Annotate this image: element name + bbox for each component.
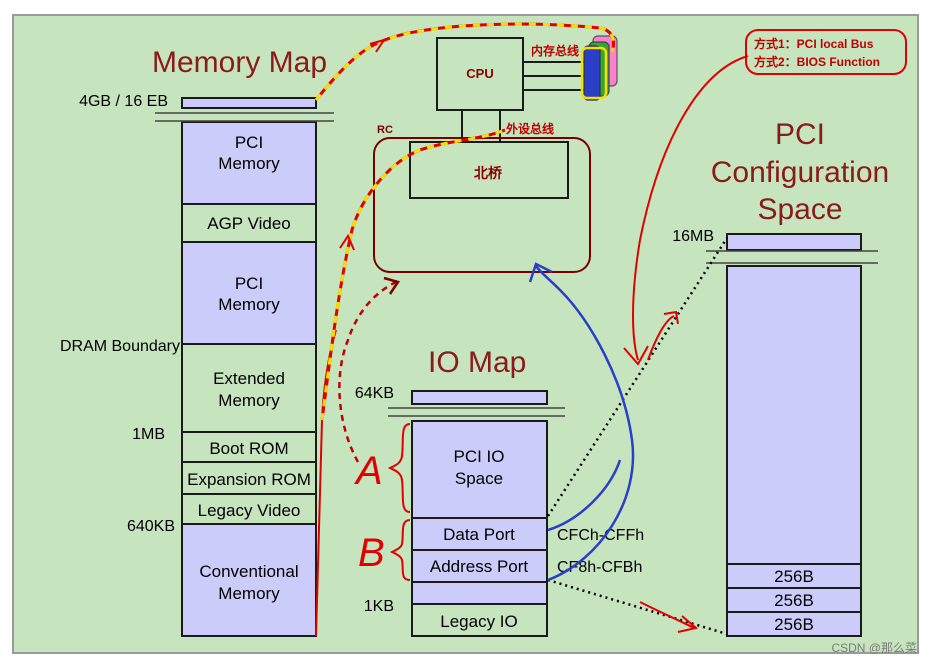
pci-config-row-1 (726, 563, 862, 589)
pci-io-space-label-1: PCI IO (453, 447, 504, 466)
agp-video-label: AGP Video (207, 214, 291, 233)
io-top-block (411, 390, 548, 405)
pci-memory-upper-label-1: PCI (235, 133, 263, 152)
boot-rom-block (181, 431, 317, 463)
method-arrow-path (632, 55, 749, 361)
memory-to-cpu-arrow-head (369, 38, 387, 53)
method-annotation-box (745, 29, 907, 75)
pci-memory-upper-block (181, 121, 317, 205)
memory-edge-red-line (315, 329, 337, 637)
address-port-label: Address Port (430, 557, 529, 576)
conventional-memory-block (181, 523, 317, 637)
extended-memory-block (181, 343, 317, 433)
method-1-label: 方式1：PCI local Bus (754, 36, 874, 51)
legacy-video-label: Legacy Video (198, 501, 301, 520)
io-to-config-arrow-path (647, 315, 675, 361)
dotted-connector-upper (546, 237, 729, 517)
method-arrow-head (623, 345, 649, 366)
pci-config-title-line3: Space (757, 193, 842, 226)
a-to-northbridge-path (338, 280, 397, 463)
pci-config-row-2 (726, 587, 862, 613)
blue-data-port-path (534, 265, 635, 582)
pci-memory-lower-label-2: Memory (218, 295, 280, 314)
dotted-connector-lower (547, 578, 728, 636)
pci-io-space-label-2: Space (455, 469, 503, 488)
legacy-io-block (411, 603, 548, 637)
conventional-memory-label-1: Conventional (199, 562, 298, 581)
method-2-label: 方式2：BIOS Function (754, 54, 880, 69)
memory-to-cpu-yellow-dashes (314, 22, 615, 101)
cpu-box (436, 37, 524, 111)
pci-config-title-line1: PCI (775, 118, 825, 151)
data-port-label: Data Port (443, 525, 515, 544)
memory-top-block (181, 97, 317, 109)
memory-module-blue (583, 45, 601, 101)
pci-memory-upper-label-2: Memory (218, 154, 280, 173)
data-port-range: CFCh-CFFh (557, 527, 644, 544)
conventional-memory-label-2: Memory (218, 584, 280, 603)
io-gap-block (411, 581, 548, 605)
memory-map-title: Memory Map (152, 46, 327, 79)
letter-a-annotation: A (354, 449, 383, 493)
io-top-label: 64KB (355, 385, 394, 402)
watermark: CSDN @那么菜 (831, 641, 917, 655)
boot-rom-label: Boot ROM (209, 439, 288, 458)
memory-module-yellow-outline (580, 46, 608, 100)
pci-config-row-3-label: 256B (774, 615, 814, 634)
pci-config-row-2-label: 256B (774, 591, 814, 610)
lower-config-arrow-head (677, 615, 699, 633)
peripheral-bus-label: 外设总线 (506, 121, 554, 136)
io-map-column (411, 390, 548, 637)
legacy-video-block (181, 493, 317, 525)
six-forty-kb-label: 640KB (127, 518, 175, 535)
blue-data-port-branch (547, 459, 622, 532)
pci-config-row-1-label: 256B (774, 567, 814, 586)
pci-config-column (726, 233, 862, 637)
expansion-rom-label: Expansion ROM (187, 470, 311, 489)
dram-boundary-label: DRAM Boundary (60, 338, 180, 355)
root-complex-label: RC (377, 124, 393, 136)
blue-arrow-head (528, 262, 553, 283)
memory-map-column (181, 97, 317, 637)
pci-memory-lower-block (181, 241, 317, 345)
pci-config-main-block (726, 265, 862, 565)
lower-config-arrow-path (639, 601, 695, 629)
brace-b (389, 519, 411, 581)
extended-memory-label-2: Memory (218, 391, 280, 410)
letter-b-annotation: B (358, 531, 385, 575)
io-map-title: IO Map (428, 346, 526, 379)
pci-config-top-label: 16MB (672, 228, 714, 245)
a-to-northbridge-head (383, 276, 400, 295)
northbridge-box (409, 141, 569, 199)
cpu-label: CPU (466, 66, 493, 81)
pci-config-title-line2: Configuration (711, 156, 889, 189)
memory-bus-label: 内存总线 (531, 43, 579, 58)
legacy-io-label: Legacy IO (440, 612, 518, 631)
pci-config-row-3 (726, 611, 862, 637)
one-kb-label: 1KB (364, 598, 394, 615)
io-to-config-arrow-head (663, 310, 679, 325)
northbridge-label: 北桥 (474, 165, 503, 181)
memory-top-label: 4GB / 16 EB (79, 93, 168, 110)
brace-a (387, 423, 411, 513)
memory-to-peripheral-yellow-dashes (320, 128, 506, 421)
memory-to-peripheral-arrow-head (339, 233, 355, 251)
one-mb-label: 1MB (132, 426, 165, 443)
extended-memory-label-1: Extended (213, 369, 285, 388)
pci-config-top-block (726, 233, 862, 251)
pci-memory-lower-label-1: PCI (235, 274, 263, 293)
